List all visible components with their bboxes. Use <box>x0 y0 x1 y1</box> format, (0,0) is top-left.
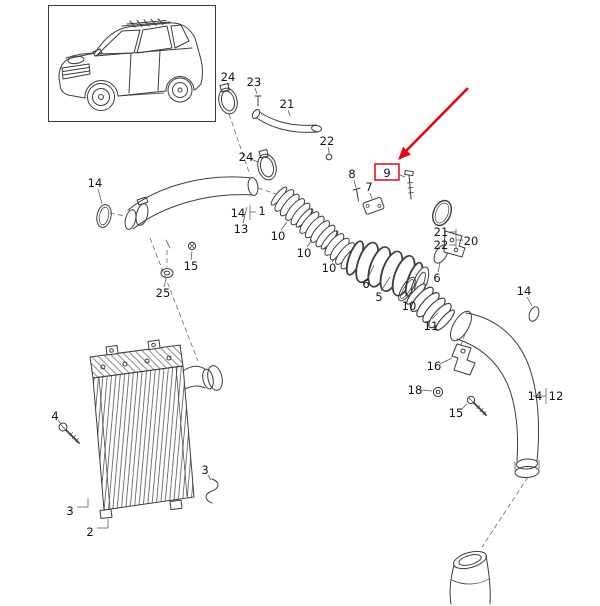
bracket-20 <box>443 230 466 258</box>
grommet-25 <box>160 268 174 278</box>
callout-22: 22 <box>320 134 335 148</box>
sensor-7 <box>362 197 385 215</box>
hose-clamp-24-upper <box>218 83 238 115</box>
callout-1: 1 <box>258 204 265 218</box>
screw-15-right <box>466 395 487 416</box>
callout-10: 10 <box>402 299 417 313</box>
callout-5: 5 <box>375 290 382 304</box>
callout-22: 22 <box>434 238 449 252</box>
callout-6: 6 <box>362 277 369 291</box>
callout-3: 3 <box>201 463 208 477</box>
callout-3: 3 <box>66 504 73 518</box>
callout-14: 14 <box>88 176 103 190</box>
callout-25: 25 <box>156 286 171 300</box>
callout-14: 14 <box>517 284 532 298</box>
callout-14: 14 <box>231 206 246 220</box>
washer-18 <box>432 386 444 398</box>
red-arrow-annotation <box>398 87 469 160</box>
callout-leader-lines <box>57 82 547 529</box>
hose-21-upper <box>251 109 322 133</box>
callout-24: 24 <box>239 150 254 164</box>
callout-23: 23 <box>247 75 262 89</box>
callout-10: 10 <box>271 229 286 243</box>
callout-14: 14 <box>528 389 543 403</box>
intercooler <box>89 339 223 519</box>
callout-4: 4 <box>51 409 58 423</box>
pressure-pipe-13 <box>124 176 259 249</box>
o-ring-6 <box>432 199 452 227</box>
callout-9: 9 <box>383 166 390 180</box>
bracket-16 <box>451 343 476 376</box>
callout-13: 13 <box>234 222 249 236</box>
highlight-box <box>374 163 400 181</box>
hose-clamp-10 <box>398 276 416 302</box>
callout-24: 24 <box>221 70 236 84</box>
vehicle-thumbnail <box>48 5 216 122</box>
callout-8: 8 <box>348 167 355 181</box>
screw-22-upper <box>325 150 333 161</box>
callout-6: 6 <box>433 271 440 285</box>
callout-10: 10 <box>297 246 312 260</box>
callout-20: 20 <box>464 234 479 248</box>
callout-21: 21 <box>434 225 449 239</box>
hose-clamp-24-lower <box>257 149 277 181</box>
bolt-15-left <box>187 241 197 251</box>
callout-16: 16 <box>427 359 442 373</box>
callout-18: 18 <box>408 383 423 397</box>
charge-air-pipe-12 <box>450 310 540 479</box>
bolt-23 <box>254 95 262 107</box>
callout-21: 21 <box>280 97 295 111</box>
callout-10: 10 <box>322 261 337 275</box>
callout-11: 11 <box>424 319 439 333</box>
callout-7: 7 <box>365 180 372 194</box>
callout-15: 15 <box>449 406 464 420</box>
callout-15: 15 <box>184 259 199 273</box>
screw-9 <box>404 169 414 200</box>
retaining-clip-3 <box>205 478 219 504</box>
callout-12: 12 <box>549 389 564 403</box>
seal-ring-14-right <box>528 306 540 322</box>
callout-2: 2 <box>86 525 93 539</box>
screw-8 <box>352 187 361 202</box>
assembly-axis-lines <box>109 113 529 548</box>
seal-ring-14-left <box>96 204 112 228</box>
screw-4 <box>58 422 80 444</box>
pipe-end-lower <box>449 550 491 605</box>
